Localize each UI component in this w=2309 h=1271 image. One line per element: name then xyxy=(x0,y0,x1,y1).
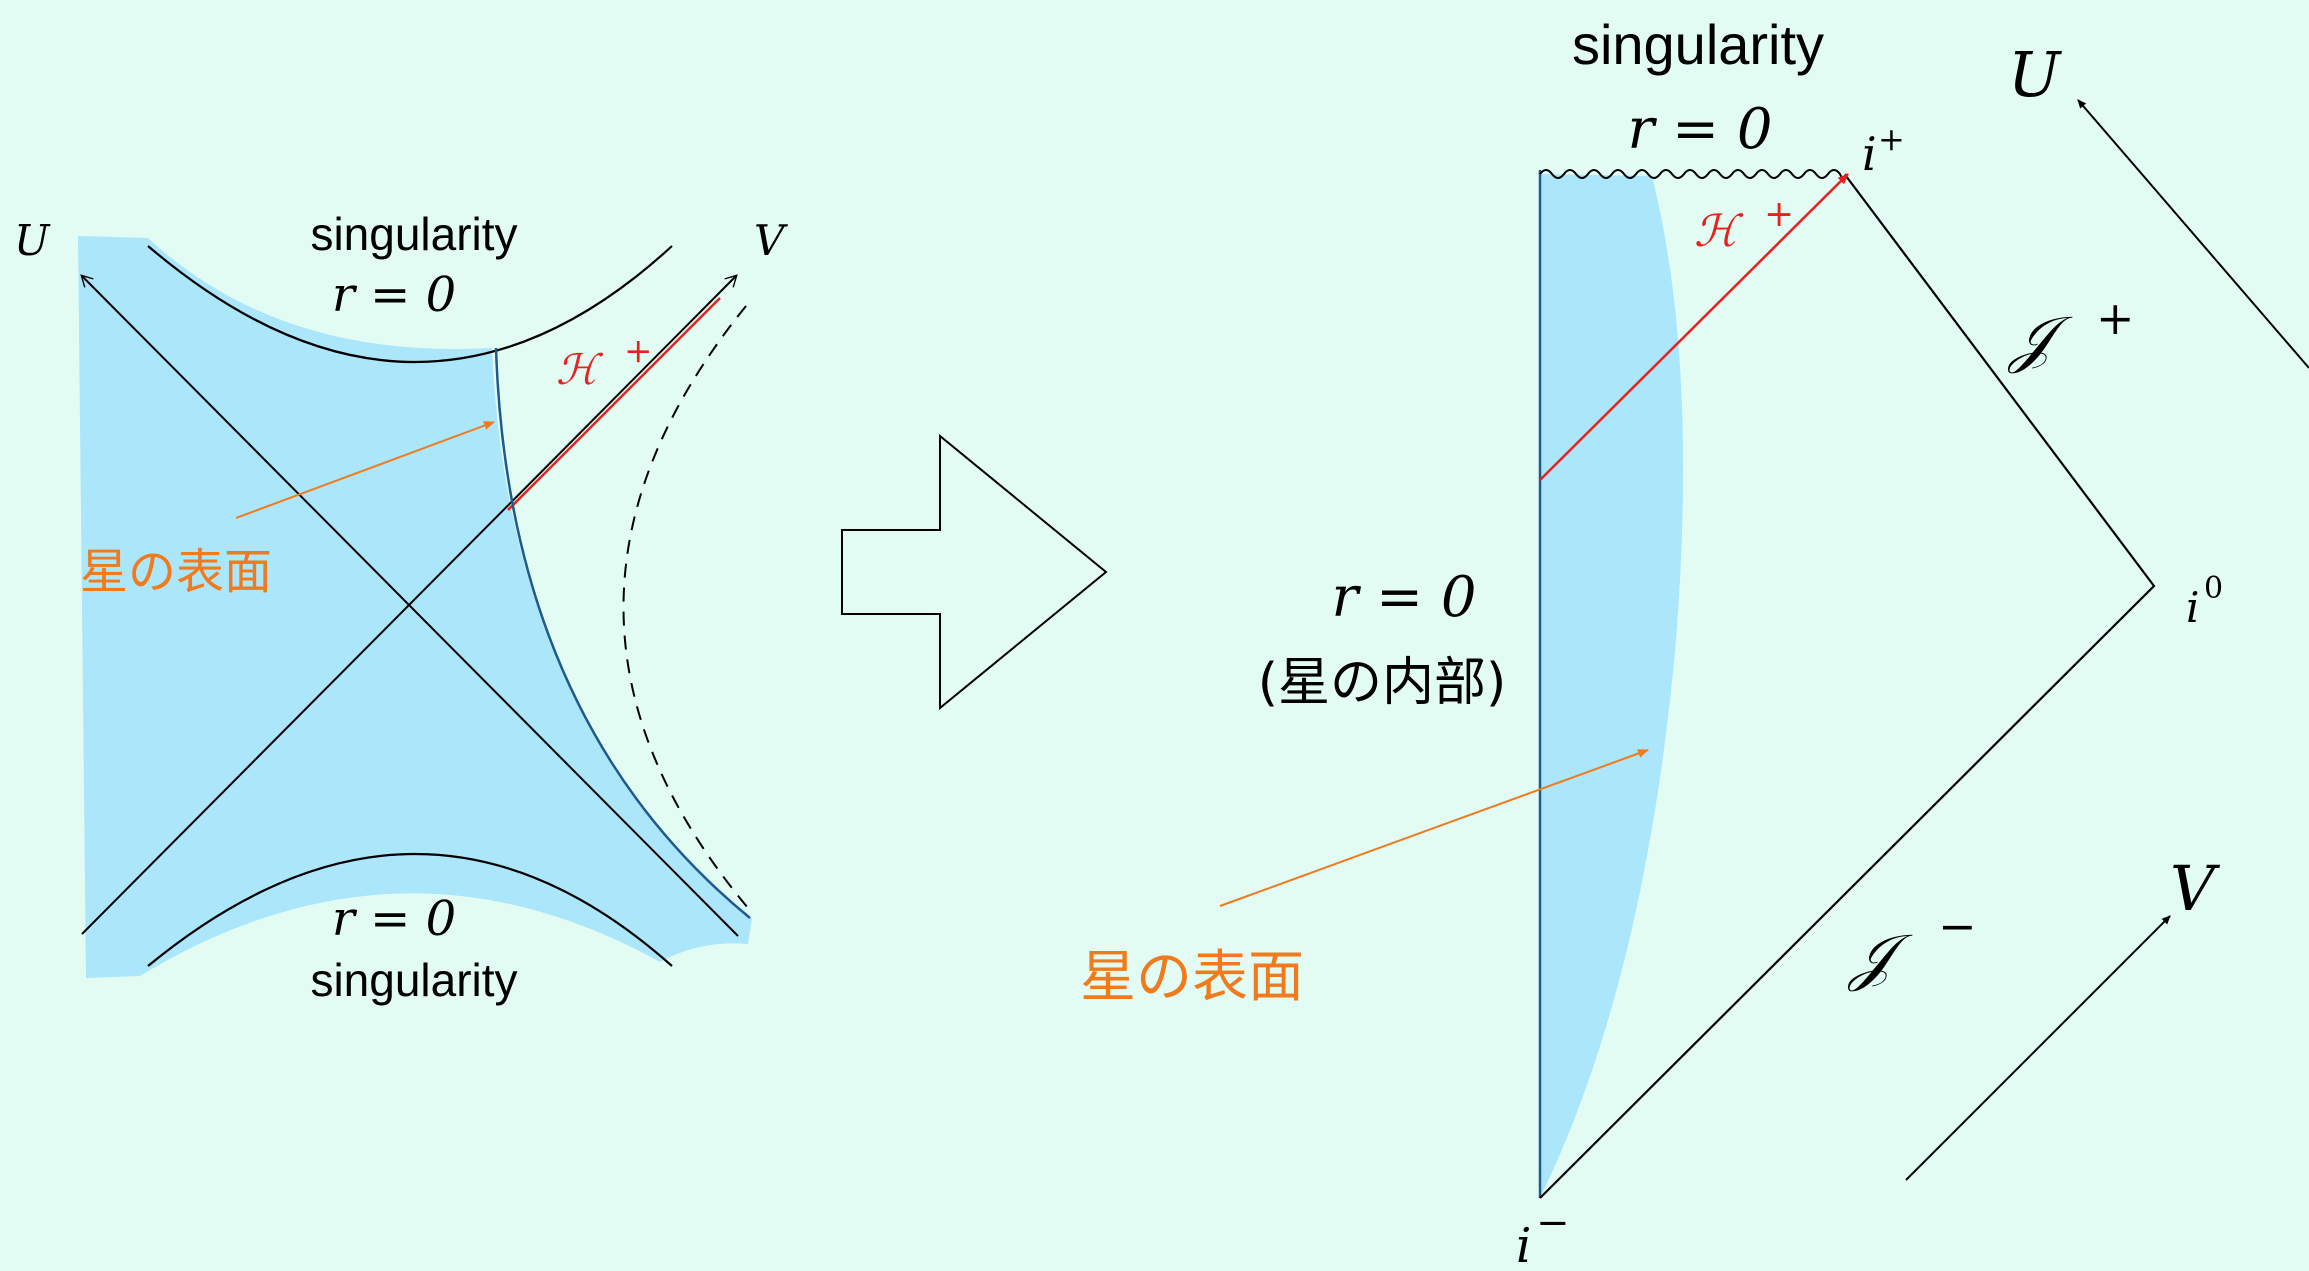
svg-text:−: − xyxy=(1536,1200,1570,1246)
horizon-line xyxy=(507,297,721,511)
right-surface-pointer-arrow xyxy=(1219,749,1649,907)
star-surface-curve xyxy=(494,347,751,919)
left-diagram: U V singularity r = 0 r = 0 singularity … xyxy=(14,208,788,1006)
v-axis-line xyxy=(81,274,738,935)
i-zero-label: i 0 xyxy=(2186,571,2223,632)
i-plus-label: i + xyxy=(1862,120,1905,181)
right-center-r0-label: r = 0 xyxy=(1332,565,1477,630)
surface-pointer-arrow xyxy=(235,421,495,519)
svg-text:+: + xyxy=(1878,120,1905,158)
top-singularity-label: singularity xyxy=(310,208,517,260)
top-r0-label: r = 0 xyxy=(332,267,456,323)
svg-text:𝒥: 𝒥 xyxy=(2007,302,2073,375)
svg-text:ℋ: ℋ xyxy=(1694,206,1744,257)
v-axis-label: V xyxy=(754,216,788,265)
right-v-axis-label: V xyxy=(2170,852,2221,925)
bottom-singularity-label: singularity xyxy=(310,954,517,1006)
left-horizon-label: ℋ + xyxy=(556,331,653,394)
svg-text:0: 0 xyxy=(2204,571,2223,606)
singularity-curve-top xyxy=(147,245,673,364)
right-surface-label: 星の表面 xyxy=(1080,945,1304,1010)
i-minus-label: i − xyxy=(1516,1200,1570,1271)
right-horizon-line xyxy=(1539,173,1849,481)
right-singularity-label: singularity xyxy=(1572,13,1824,76)
u-axis-label: U xyxy=(14,216,51,265)
right-diagram: singularity r = 0 i + ℋ + 𝒥 + i 0 r = 0 … xyxy=(1080,13,2309,1271)
svg-text:+: + xyxy=(624,331,653,371)
svg-text:−: − xyxy=(1938,899,1977,953)
svg-text:i: i xyxy=(1862,127,1877,181)
penrose-boundary xyxy=(1539,175,2156,1199)
right-v-axis-arrow xyxy=(1905,915,2171,1181)
svg-text:+: + xyxy=(2096,291,2135,345)
star-interior-region xyxy=(78,236,752,978)
singularity-curve-bottom xyxy=(147,852,673,967)
right-horizon-label: ℋ + xyxy=(1694,194,1794,257)
bottom-r0-label: r = 0 xyxy=(332,891,456,947)
right-u-axis-label: U xyxy=(2008,38,2062,111)
svg-text:+: + xyxy=(1764,194,1794,235)
right-top-r0-label: r = 0 xyxy=(1628,97,1773,162)
svg-text:i: i xyxy=(2186,583,2199,632)
svg-text:i: i xyxy=(1516,1218,1531,1271)
singularity-wavy-line xyxy=(1539,169,1847,179)
svg-text:ℋ: ℋ xyxy=(556,345,604,394)
scri-plus-label: 𝒥 + xyxy=(2007,291,2135,375)
scri-minus-label: 𝒥 − xyxy=(1847,899,1977,993)
collapsing-star-region xyxy=(1540,174,1684,1198)
star-interior-label: (星の内部) xyxy=(1258,653,1507,713)
dashed-hyperbola xyxy=(622,305,749,909)
svg-text:𝒥: 𝒥 xyxy=(1847,920,1913,993)
u-axis-line xyxy=(80,274,739,937)
left-surface-label: 星の表面 xyxy=(80,544,272,600)
right-u-axis-arrow xyxy=(2077,99,2309,369)
transform-arrow-icon xyxy=(841,433,1108,711)
